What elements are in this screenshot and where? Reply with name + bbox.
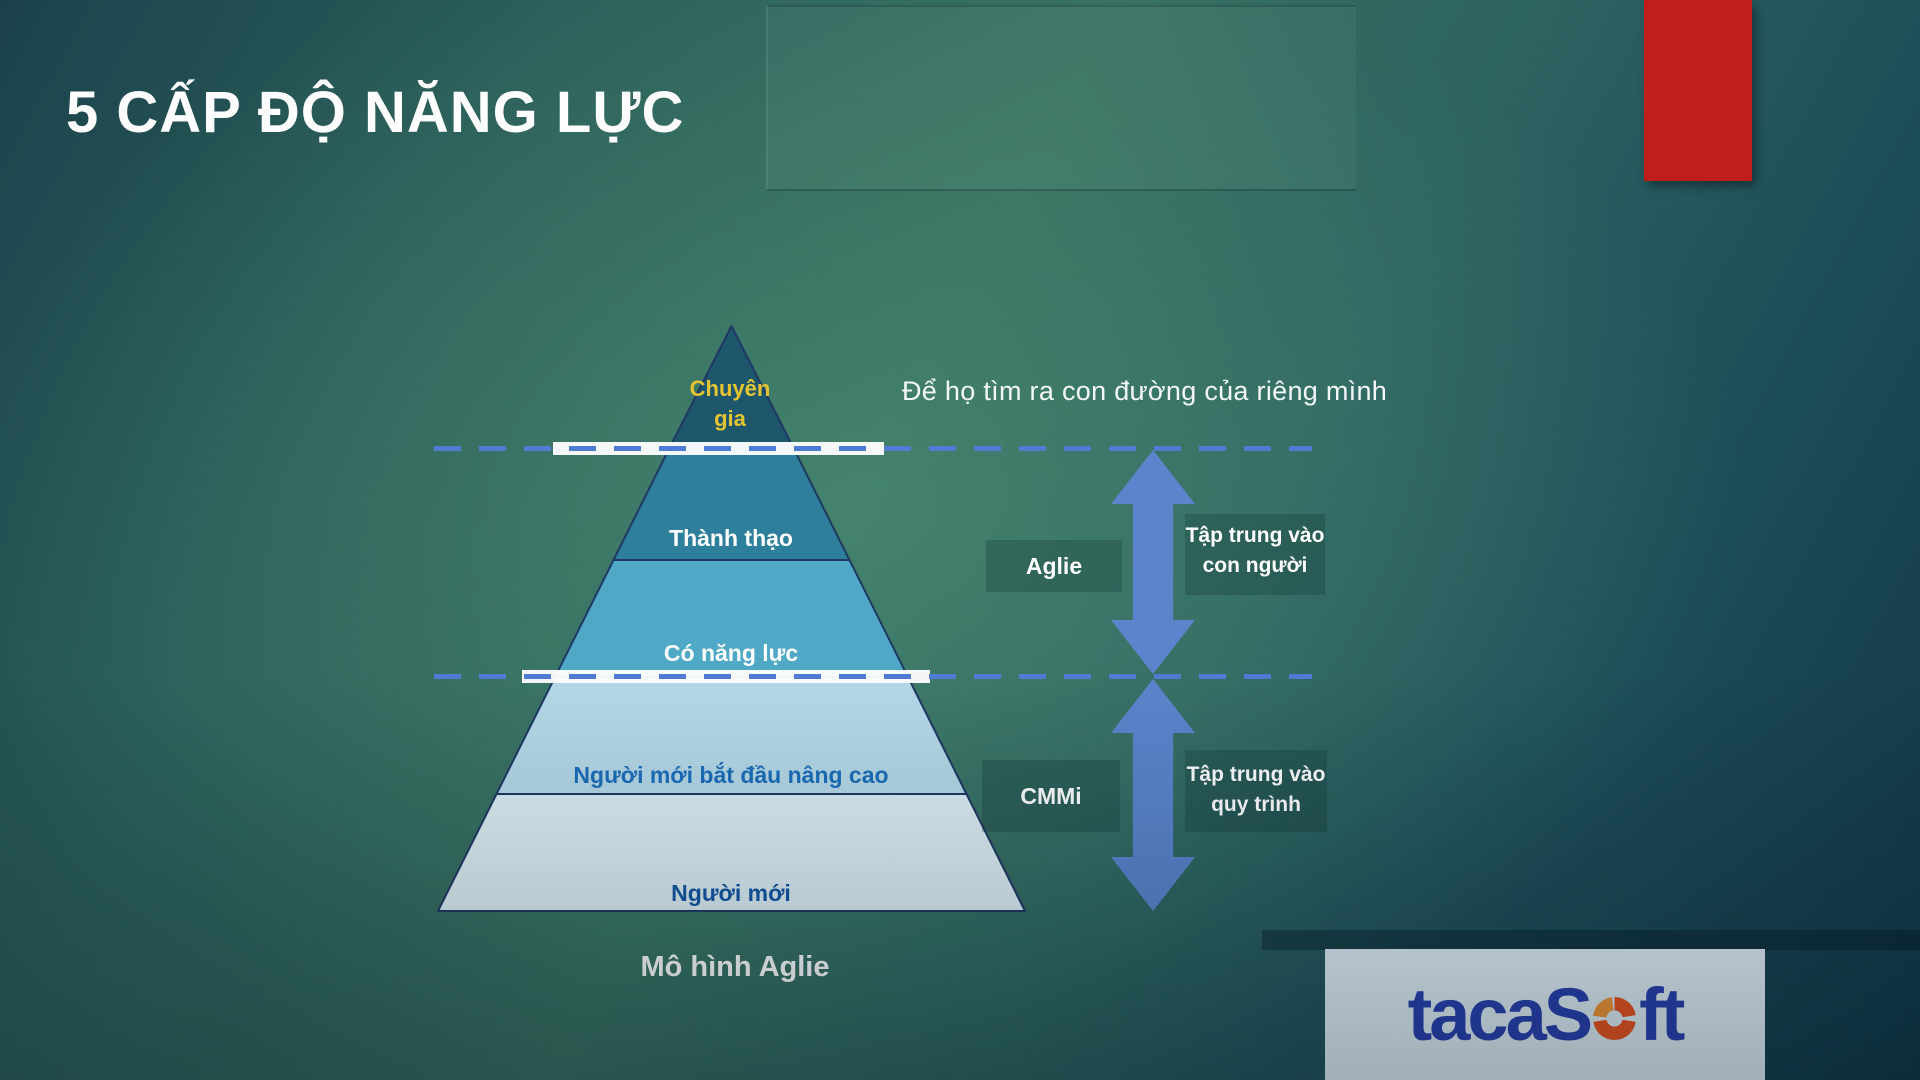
pyramid-label-novice: Người mới (671, 880, 791, 906)
tacasoft-logo-text-left: tacaS (1407, 973, 1593, 1056)
pyramid-label-expert-line1: Chuyên (689, 376, 771, 401)
dashed-line-upper (434, 446, 1312, 451)
process-focus-line1: Tập trung vào (1186, 763, 1326, 786)
double-arrow-people (1111, 450, 1195, 674)
pyramid-label-advanced-beginner: Người mới bắt đầu nâng cao (573, 762, 889, 788)
background-glass-rectangle (766, 5, 1356, 191)
pyramid-caption: Mô hình Aglie (640, 951, 830, 983)
tacasoft-logo-text-right: ft (1639, 973, 1685, 1056)
page-title: 5 CẤP ĐỘ NĂNG LỰC (66, 80, 685, 145)
people-focus-line2: con người (1202, 554, 1308, 577)
dashed-line-lower (434, 674, 1312, 679)
cmmi-label: CMMi (982, 760, 1120, 832)
agile-label: Aglie (986, 540, 1122, 592)
pyramid-label-proficient: Thành thạo (669, 525, 793, 551)
people-focus-line1: Tập trung vào (1185, 524, 1325, 547)
pyramid-label-expert-line2: gia (714, 406, 746, 431)
people-focus-label: Tập trung vào con người (1185, 514, 1325, 595)
competency-pyramid (437, 325, 1026, 912)
tacasoft-logo-donut-icon (1593, 997, 1637, 1040)
pyramid-label-expert: Chuyên gia (655, 374, 805, 434)
annotation-text: Để họ tìm ra con đường của riêng mình (902, 376, 1388, 406)
process-focus-line2: quy trình (1211, 793, 1301, 816)
process-focus-label: Tập trung vào quy trình (1185, 750, 1327, 832)
tacasoft-logo-box: tacaS ft (1325, 949, 1765, 1080)
background-dark-strip (1262, 930, 1920, 950)
double-arrow-process (1111, 679, 1195, 911)
red-accent-bar (1644, 0, 1752, 181)
pyramid-label-competent: Có năng lực (663, 640, 799, 666)
pyramid-level-novice-shape (437, 793, 1026, 912)
